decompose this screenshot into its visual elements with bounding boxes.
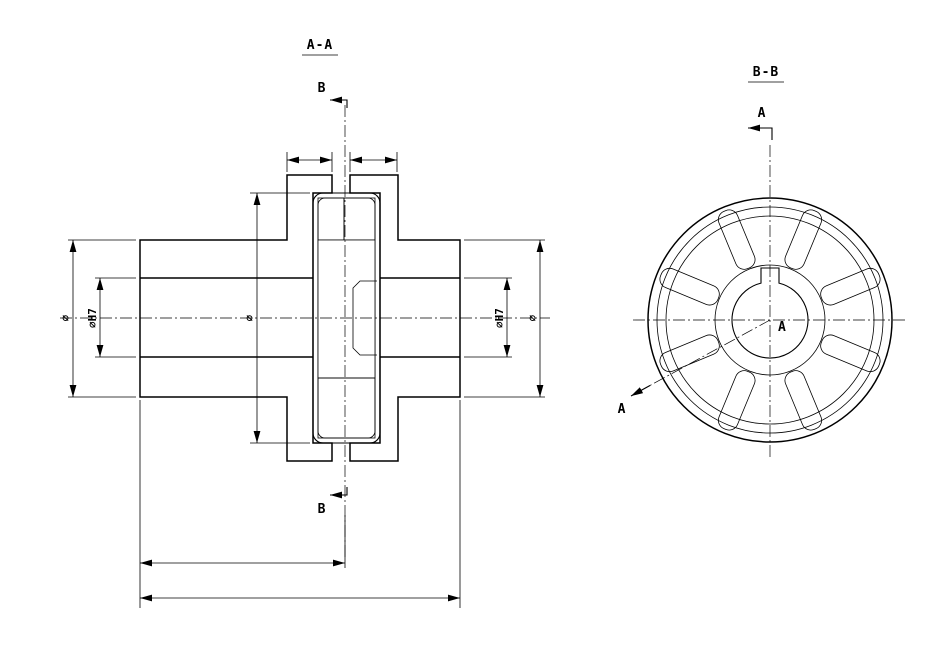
section-b-label-bottom: B (318, 502, 327, 517)
spider-petal-bottom-section (317, 377, 376, 439)
jaw-gap-top (343, 197, 376, 241)
dim-label-outer-right: ⌀ (526, 314, 539, 321)
jaw-slot (784, 370, 823, 431)
spider-petal-top-section (317, 197, 345, 241)
dim-outer-right: ⌀ (464, 239, 545, 398)
jaw-slot (717, 370, 756, 431)
section-a-label-top: A (758, 106, 767, 121)
section-a-mark-diag: A (618, 385, 651, 417)
bore-gap-middle (318, 240, 375, 378)
section-a-mark-top: A (748, 106, 773, 140)
bottom-dimensions (139, 400, 461, 608)
dim-bore-left: ⌀H7 (86, 277, 136, 358)
center-point-label: A (778, 320, 787, 335)
dim-label-middle: ⌀ (243, 314, 256, 321)
jaw-slot (784, 209, 823, 270)
jaw-slot (717, 209, 756, 270)
section-bb-view: A A A B-B (618, 65, 907, 458)
jaw-slot (820, 334, 881, 373)
section-bb-title: B-B (753, 65, 779, 80)
dim-label-outer-left: ⌀ (59, 314, 72, 321)
dim-bore-right: ⌀H7 (464, 277, 512, 358)
jaw-slot (820, 267, 881, 306)
dim-middle: ⌀ (243, 192, 310, 444)
section-a-label-diag: A (618, 402, 627, 417)
section-aa-title: A-A (307, 38, 333, 53)
jaw-slots (659, 209, 881, 431)
section-b-label-top: B (318, 81, 327, 96)
dim-label-bore-right: ⌀H7 (493, 308, 506, 328)
dim-label-bore-left: ⌀H7 (86, 308, 99, 328)
jaw-slot (659, 334, 720, 373)
hub-boss-chamfer (352, 280, 377, 356)
right-hub-section (349, 174, 461, 462)
bore-with-keyway (731, 267, 809, 359)
top-dimensions (286, 152, 398, 172)
section-b-mark-bottom: B (318, 487, 348, 517)
dim-outer-left: ⌀ (59, 239, 136, 398)
jaw-slot (659, 267, 720, 306)
section-aa-view: ⌀ ⌀H7 ⌀ ⌀H7 ⌀ (59, 38, 550, 608)
section-b-mark-top: B (318, 81, 348, 108)
a-cutting-plane-diagonal (637, 319, 771, 393)
